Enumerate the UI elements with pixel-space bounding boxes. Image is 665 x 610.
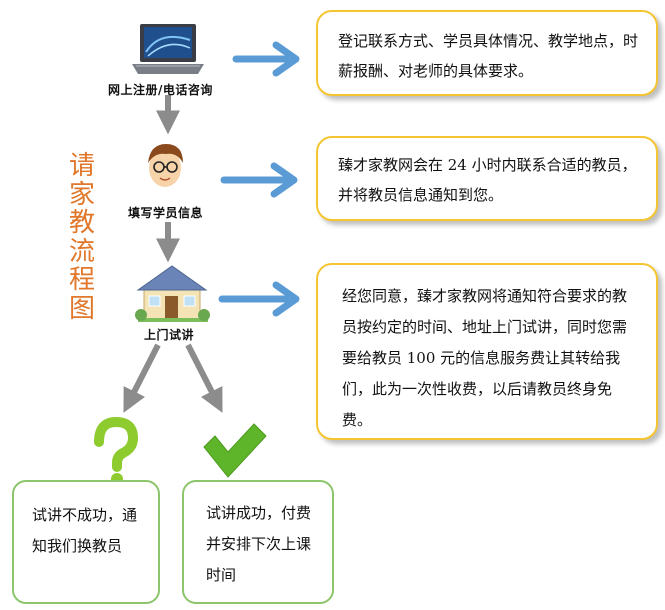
- callout-box-1: 登记联系方式、学员具体情况、教学地点，时薪报酬、对老师的具体要求。: [316, 10, 658, 96]
- outcome-fail-box: 试讲不成功，通知我们换教员: [12, 480, 160, 604]
- step-label-register: 网上注册/电话咨询: [108, 83, 213, 97]
- callout-text-1: 登记联系方式、学员具体情况、教学地点，时薪报酬、对老师的具体要求。: [338, 32, 639, 80]
- student-avatar-icon: [148, 144, 183, 187]
- callout-box-2: 臻才家教网会在 24 小时内联系合适的教员，并将教员信息通知到您。: [316, 136, 658, 221]
- question-mark-icon: [94, 417, 138, 485]
- step-label-student-info: 填写学员信息: [128, 206, 204, 220]
- callout-text-2: 臻才家教网会在 24 小时内联系合适的教员，并将教员信息通知到您。: [338, 156, 637, 204]
- outcome-success-box: 试讲成功，付费并安排下次上课时间: [182, 480, 334, 604]
- flow-arrow-fail: [123, 343, 161, 413]
- house-icon: [135, 265, 210, 322]
- diagram-title: 请家教流程图: [68, 151, 95, 324]
- callout-text-3: 经您同意，臻才家教网将通知符合要求的教员按约定的时间、地址上门试讲，同时您需要给…: [342, 287, 628, 429]
- blue-arrow-2: [220, 162, 298, 198]
- outcome-success-text: 试讲成功，付费并安排下次上课时间: [206, 504, 312, 584]
- callout-box-3: 经您同意，臻才家教网将通知符合要求的教员按约定的时间、地址上门试讲，同时您需要给…: [316, 263, 658, 440]
- blue-arrow-1: [232, 41, 300, 77]
- flow-arrow-success: [185, 343, 223, 413]
- step-label-trial-lesson: 上门试讲: [144, 328, 195, 342]
- outcome-fail-text: 试讲不成功，通知我们换教员: [32, 506, 138, 555]
- blue-arrow-3: [218, 281, 300, 317]
- laptop-icon: [132, 24, 204, 74]
- checkmark-icon: [203, 423, 267, 478]
